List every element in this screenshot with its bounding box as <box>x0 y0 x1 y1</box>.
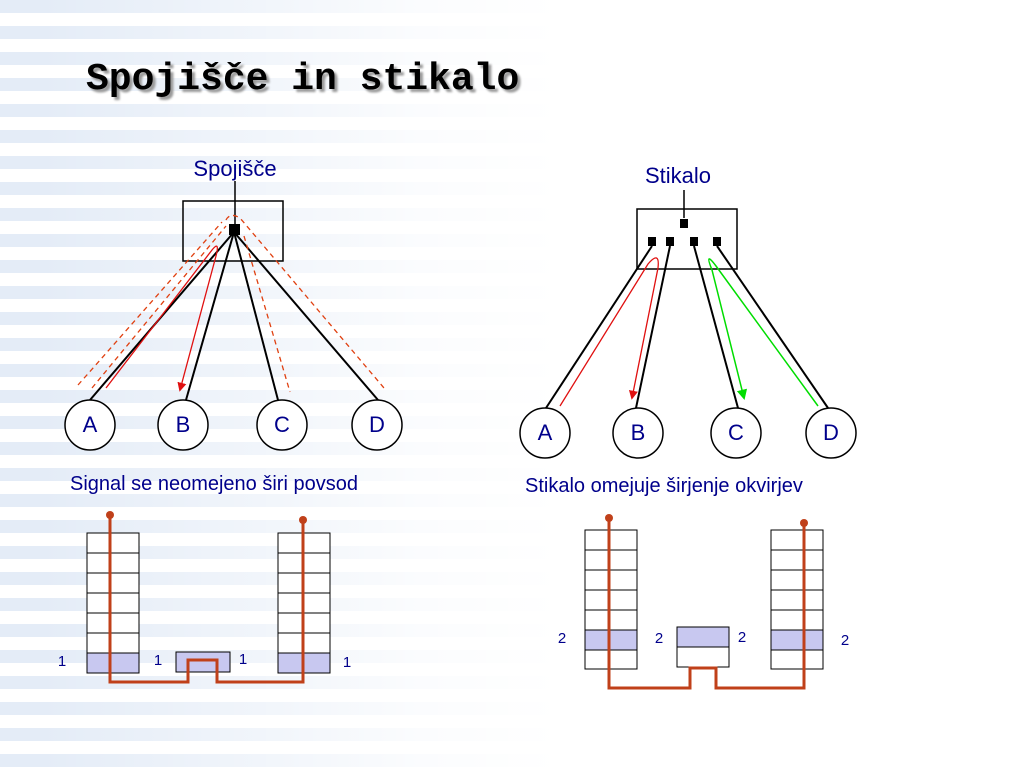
hub-diagram: Spojišče A B C D Si <box>64 156 403 495</box>
hub-flood-inner-a <box>91 225 227 389</box>
switch-port-c <box>690 237 698 246</box>
switch-node-c-label: C <box>728 420 744 445</box>
hub-physical-layout: 1 1 1 1 <box>58 511 351 684</box>
hub-node-a-label: A <box>83 412 98 437</box>
switch-domain-number-3: 2 <box>738 629 746 646</box>
switch-caption: Stikalo omejuje širjenje okvirjev <box>525 475 803 497</box>
switch-link-c <box>693 245 739 409</box>
switch-port-b <box>666 237 674 246</box>
hub-node-c: C <box>256 399 308 451</box>
switch-path-a-to-b <box>559 257 659 407</box>
switch-node-a: A <box>519 407 571 459</box>
switch-cable-end-left <box>605 514 613 522</box>
switch-unit <box>676 626 730 668</box>
switch-path-d-to-c <box>708 258 819 407</box>
hub-cable-end-right <box>299 516 307 524</box>
hub-node-a: A <box>64 399 116 451</box>
switch-domain-number-1: 2 <box>558 630 566 647</box>
switch-device-stack-left <box>584 529 638 670</box>
switch-port-d <box>713 237 721 246</box>
hub-label: Spojišče <box>193 156 276 181</box>
hub-link-b <box>185 231 235 401</box>
hub-caption: Signal se neomejeno širi povsod <box>70 473 358 495</box>
switch-node-a-label: A <box>538 420 553 445</box>
switch-domain-number-4: 2 <box>841 632 849 649</box>
hub-node-c-label: C <box>274 412 290 437</box>
hub-domain-number-1: 1 <box>58 653 66 670</box>
switch-uplink-port <box>680 219 688 228</box>
switch-node-c: C <box>710 407 762 459</box>
hub-domain-number-3: 1 <box>239 651 247 668</box>
switch-link-a <box>545 245 653 409</box>
hub-flood-to-c <box>243 235 291 393</box>
switch-link-b <box>635 245 671 409</box>
hub-box <box>182 200 284 262</box>
hub-port <box>229 224 240 235</box>
hub-flood-to-d <box>225 214 385 389</box>
hub-cable-end-left <box>106 511 114 519</box>
hub-link-d <box>233 231 379 401</box>
switch-link-d <box>716 245 829 409</box>
hub-domain-number-4: 1 <box>343 654 351 671</box>
switch-node-d: D <box>805 407 857 459</box>
hub-flood-outer-a <box>77 221 223 386</box>
switch-cable-end-right <box>800 519 808 527</box>
hub-domain-number-2: 1 <box>154 652 162 669</box>
switch-diagram: Stikalo A B C D <box>519 163 857 497</box>
switch-node-b: B <box>612 407 664 459</box>
hub-cable <box>108 515 305 684</box>
hub-device-stack-left <box>86 532 140 674</box>
slide-title: Spojišče in stikalo <box>86 58 520 101</box>
switch-port-a <box>648 237 656 246</box>
hub-node-d-label: D <box>369 412 385 437</box>
hub-node-d: D <box>351 399 403 451</box>
switch-label: Stikalo <box>645 163 711 188</box>
switch-cable <box>607 518 806 690</box>
switch-node-d-label: D <box>823 420 839 445</box>
switch-physical-layout: 2 2 2 2 <box>558 514 849 690</box>
hub-unit <box>175 651 231 673</box>
hub-link-c <box>233 231 279 401</box>
switch-domain-number-2: 2 <box>655 630 663 647</box>
hub-signal-arrow <box>105 245 218 392</box>
hub-node-b-label: B <box>176 412 191 437</box>
switch-box <box>636 208 738 270</box>
switch-node-b-label: B <box>631 420 646 445</box>
switch-device-stack-right <box>770 529 824 670</box>
hub-node-b: B <box>157 399 209 451</box>
